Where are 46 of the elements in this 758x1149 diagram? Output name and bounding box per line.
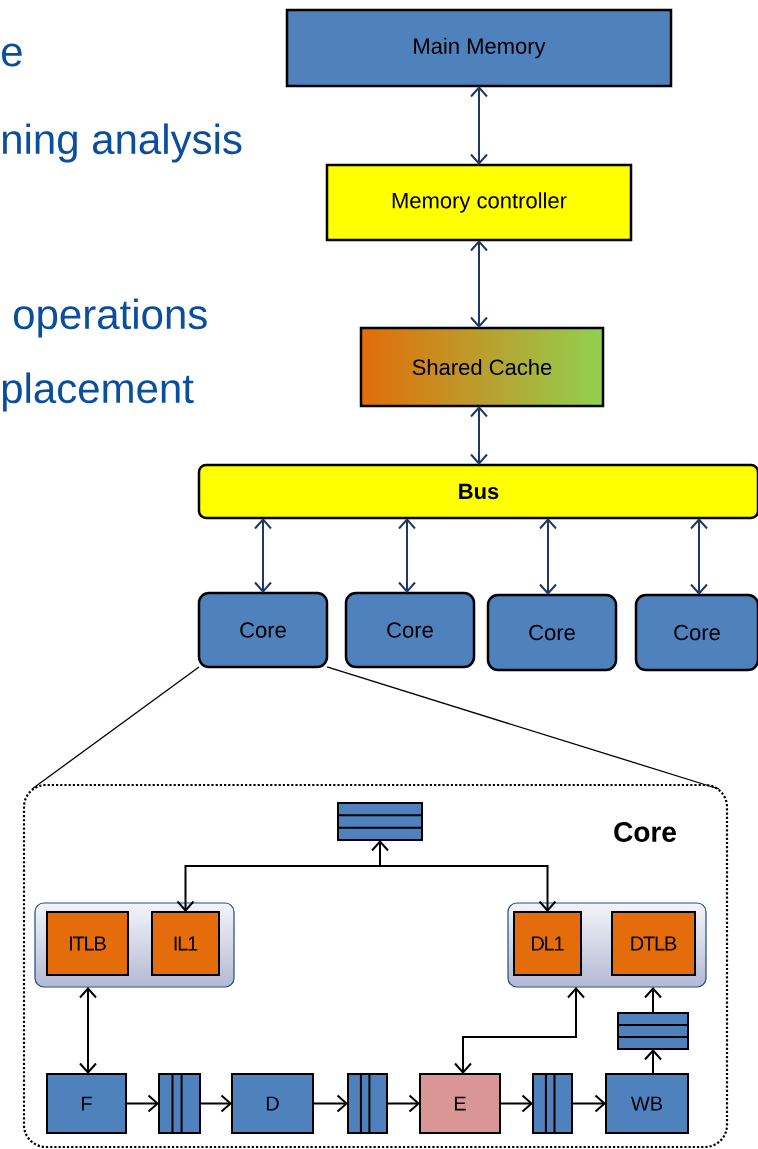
arrow — [398, 518, 416, 593]
arrow — [470, 86, 488, 165]
zoom-line — [326, 666, 720, 790]
stage-box: WB — [605, 1073, 689, 1134]
memory-box: Main Memory — [285, 8, 673, 88]
zoom-line — [31, 666, 200, 790]
cache-box: DTLB — [611, 911, 696, 976]
slide-text: ning analysis — [3, 123, 242, 163]
arrow — [176, 840, 389, 912]
arrow — [254, 518, 272, 593]
stage-box: F — [46, 1073, 127, 1134]
arrow — [199, 1094, 232, 1113]
controller-box: Memory controller — [325, 163, 633, 242]
core-box: Core — [634, 593, 758, 672]
arrow — [79, 987, 97, 1074]
arrow — [312, 1094, 348, 1113]
slide-text: e — [2, 43, 22, 67]
arrow — [470, 240, 488, 328]
arrow — [470, 406, 488, 465]
slide-text: operations — [13, 298, 207, 338]
arrow — [379, 839, 557, 912]
cache-box: IL1 — [151, 911, 220, 976]
core-box: Core — [486, 593, 618, 672]
cache-box: ITLB — [46, 911, 129, 976]
buffer-block — [617, 1012, 689, 1050]
arrow — [499, 1094, 533, 1113]
slide-text: placement — [2, 372, 194, 412]
bus-bar: Bus — [197, 463, 758, 520]
arrow — [571, 1094, 606, 1113]
core-box: Core — [344, 591, 476, 669]
arrow — [454, 987, 585, 1074]
arrow — [644, 1049, 662, 1075]
buffer-block — [337, 802, 423, 841]
arrow — [644, 987, 662, 1014]
arrow — [690, 518, 708, 595]
cache-box: DL1 — [513, 911, 582, 976]
core-box: Core — [197, 591, 329, 669]
pipeline-register — [347, 1073, 388, 1134]
pipeline-register — [158, 1073, 201, 1134]
cache-box: Shared Cache — [359, 326, 605, 408]
pipeline-register — [532, 1073, 573, 1134]
arrow — [125, 1094, 159, 1113]
arrow — [386, 1094, 420, 1113]
stage-box: E — [419, 1073, 501, 1134]
arrow — [539, 518, 557, 595]
stage-box: D — [231, 1073, 314, 1134]
